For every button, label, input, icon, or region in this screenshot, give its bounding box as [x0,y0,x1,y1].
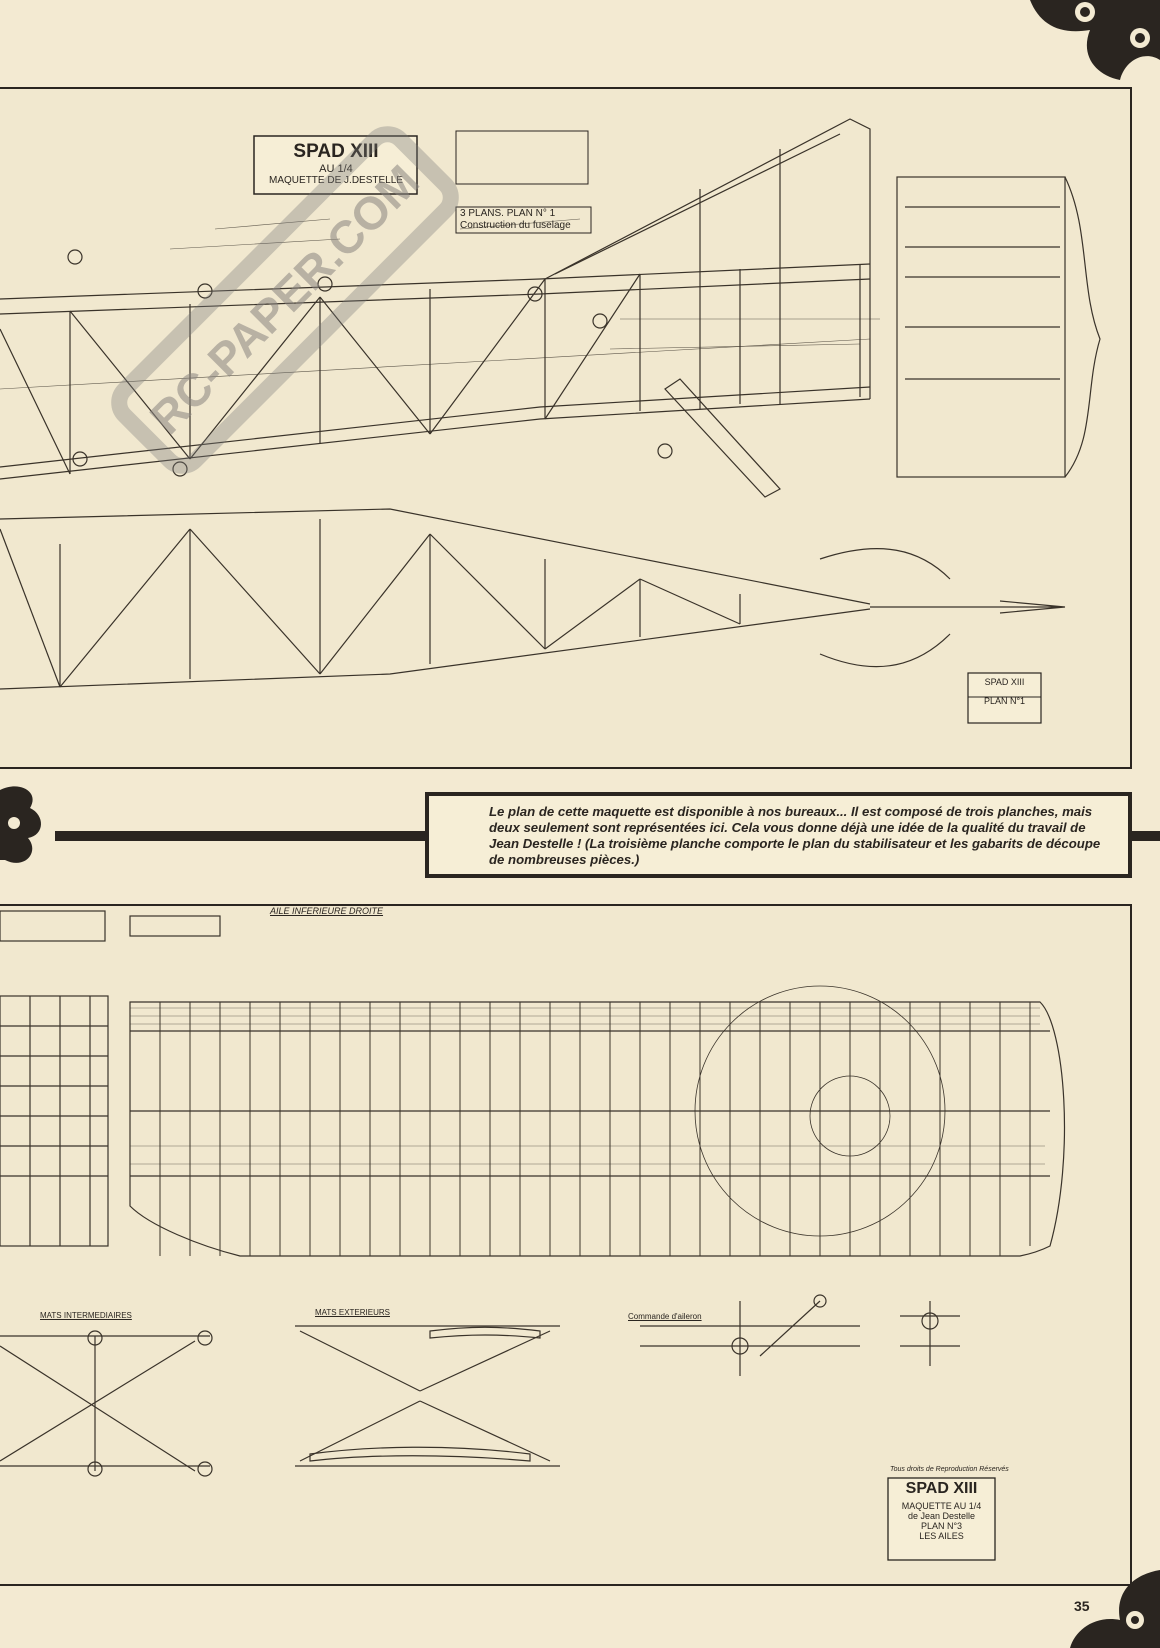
plans-heading-sub: Construction du fuselage [460,220,571,231]
plan-wings-sheet: AILE INFERIEURE DROITE MATS INTERMEDIAIR… [0,904,1132,1586]
info-note: Le plan de cette maquette est disponible… [425,792,1132,878]
separator-bar-right [1130,831,1160,841]
struts-ext-heading: MATS EXTERIEURS [315,1308,390,1317]
aileron-command-heading: Commande d'aileron [628,1312,702,1321]
title-block-plan1: SPAD XIII AU 1/4 MAQUETTE DE J.DESTELLE [256,138,416,193]
wings-drawing [0,910,1066,1561]
title-block-plan3: SPAD XIII MAQUETTE AU 1/4 de Jean Destel… [888,1480,995,1541]
title-main: SPAD XIII [293,141,379,162]
wing-heading: AILE INFERIEURE DROITE [270,906,384,916]
plan1-label: SPAD XIII PLAN N°1 [968,677,1041,706]
title-author: MAQUETTE DE J.DESTELLE [269,175,403,187]
struts-inter-heading: MATS INTERMEDIAIRES [40,1311,132,1320]
plan3-label-part: LES AILES [919,1531,964,1541]
fuselage-drawing [0,118,1101,724]
separator-bar-left [55,831,427,841]
title-scale: AU 1/4 [319,162,353,175]
plans-heading-title: 3 PLANS. PLAN N° 1 [460,208,556,219]
title-block-frame [253,135,418,195]
plan-fuselage-sheet: SPAD XIII AU 1/4 MAQUETTE DE J.DESTELLE … [0,87,1132,769]
page-number: 35 [1074,1598,1090,1614]
plan3-label-sub: MAQUETTE AU 1/4 [901,1501,982,1511]
plan1-label-plan: PLAN N°1 [983,696,1026,706]
plan1-label-name: SPAD XIII [984,677,1025,687]
plans-heading: 3 PLANS. PLAN N° 1 Construction du fusel… [460,208,590,232]
plan3-label-name: SPAD XIII [905,1480,978,1497]
plan3-label-author: de Jean Destelle [907,1511,976,1521]
fleuron-left [0,786,42,863]
rights-notice: Tous droits de Reproduction Réservés [890,1466,1009,1473]
plan3-label-plan: PLAN N°3 [920,1521,963,1531]
